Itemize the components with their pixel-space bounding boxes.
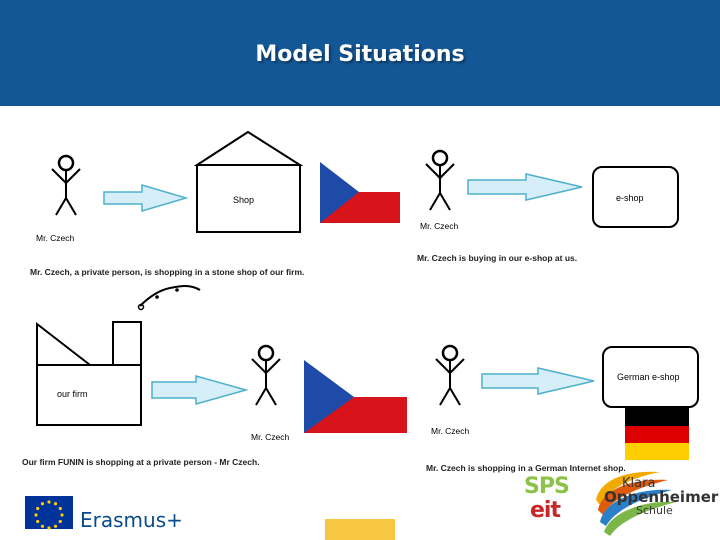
caption-3: Our firm FUNIN is shopping at a private … (22, 457, 260, 467)
shop-label: Shop (233, 195, 255, 205)
person-label-4: Mr. Czech (431, 426, 470, 436)
shop-building (193, 130, 304, 233)
sps-eit-logo: SPS eit (524, 474, 570, 523)
stick-figure-1 (50, 154, 82, 217)
stick-figure-3 (250, 344, 282, 407)
sps-logo-bottom: eit (530, 498, 561, 523)
czech-flag-1 (320, 162, 400, 223)
ko-logo-line1: Klara (622, 476, 656, 491)
arrow-3 (151, 375, 249, 405)
stick-figure-2 (424, 149, 456, 212)
ko-swoosh-logo (596, 471, 676, 536)
erasmus-label: Erasmus+ (80, 508, 183, 532)
caption-4: Mr. Czech is shopping in a German Intern… (426, 463, 626, 473)
person-label-2: Mr. Czech (420, 221, 459, 231)
e-shop-box (592, 166, 679, 228)
ko-logo-line3: Schule (636, 504, 673, 517)
german-flag (625, 408, 689, 460)
arrow-4 (481, 367, 595, 395)
person-label-3: Mr. Czech (251, 432, 290, 442)
smoke-curl (139, 285, 201, 307)
header-bar (0, 0, 720, 106)
smoke-dot (175, 288, 179, 292)
ko-logo-line2: Oppenheimer (604, 488, 719, 506)
page-title: Model Situations (255, 42, 465, 67)
german-e-shop-label: German e-shop (617, 372, 680, 382)
firm-label: our firm (57, 389, 88, 399)
czech-flag-2 (304, 360, 407, 433)
footer-yellow-bar (325, 519, 395, 540)
arrow-2 (467, 173, 583, 201)
eu-flag-logo (25, 496, 73, 530)
german-e-shop-box (602, 346, 699, 408)
stick-figure-4 (434, 344, 466, 407)
caption-2: Mr. Czech is buying in our e-shop at us. (417, 253, 578, 263)
factory-building (36, 321, 142, 426)
arrow-1 (103, 183, 189, 213)
smoke-dot (137, 303, 145, 311)
smoke-dot (155, 295, 159, 299)
person-label-1: Mr. Czech (36, 233, 75, 243)
e-shop-label: e-shop (616, 193, 644, 203)
sps-logo-top: SPS (524, 474, 570, 499)
caption-1: Mr. Czech, a private person, is shopping… (30, 267, 305, 277)
